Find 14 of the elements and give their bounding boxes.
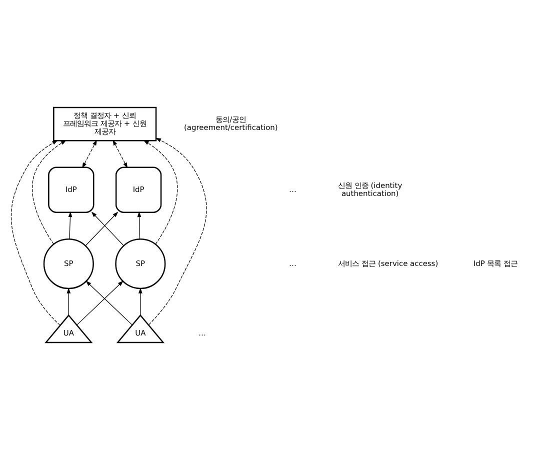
arrow: [10, 140, 60, 326]
arrow: [86, 280, 133, 326]
arrow: [82, 140, 97, 168]
arrow: [68, 211, 72, 240]
arrow: [85, 212, 118, 246]
arrow: [143, 140, 178, 244]
arrow: [91, 212, 124, 246]
arrow: [112, 140, 128, 168]
arrow: [66, 288, 71, 316]
arrow: [76, 280, 124, 326]
arrow: [148, 138, 207, 326]
arrow: [32, 140, 66, 244]
arrow: [138, 288, 142, 316]
arrow: [137, 211, 142, 240]
